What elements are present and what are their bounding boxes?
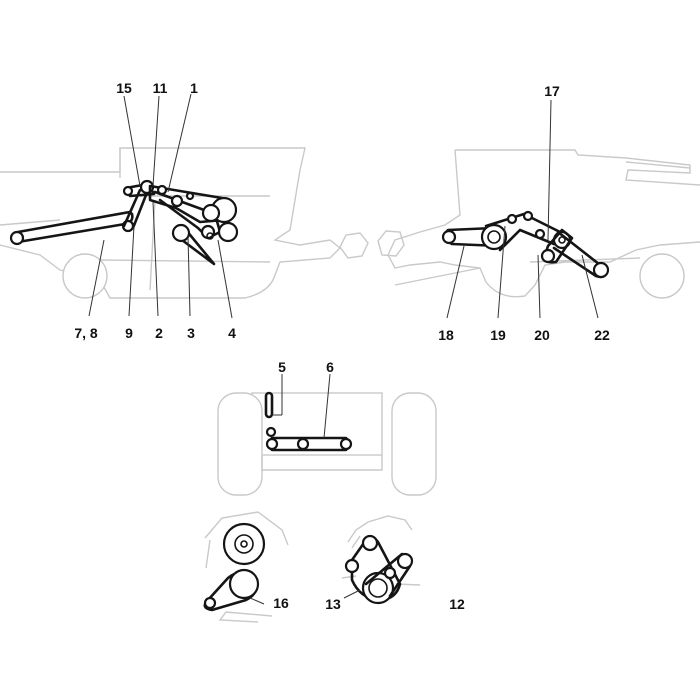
center-hex-wheels bbox=[339, 230, 405, 259]
callout-labels: 15 11 1 17 7, 8 9 2 3 4 18 19 20 22 5 6 … bbox=[74, 80, 610, 612]
large-sheave-16 bbox=[222, 522, 266, 566]
callout-16: 16 bbox=[273, 595, 289, 611]
detail-16-outline bbox=[204, 511, 289, 623]
callout-2: 2 bbox=[155, 325, 163, 341]
drum-lower bbox=[217, 221, 239, 243]
callout-20: 20 bbox=[534, 327, 550, 343]
callout-17: 17 bbox=[544, 83, 560, 99]
callout-13: 13 bbox=[325, 596, 341, 612]
center-chassis-outline bbox=[217, 392, 437, 496]
callout-5: 5 bbox=[278, 359, 286, 375]
callout-4: 4 bbox=[228, 325, 236, 341]
callout-7-8: 7, 8 bbox=[74, 325, 98, 341]
callout-18: 18 bbox=[438, 327, 454, 343]
header-pulley bbox=[9, 230, 25, 246]
right-leaders bbox=[446, 99, 599, 319]
belt-5 bbox=[264, 391, 274, 419]
callout-22: 22 bbox=[594, 327, 610, 343]
belt-7-8 bbox=[12, 210, 134, 244]
callout-11: 11 bbox=[153, 80, 168, 96]
pulley-19 bbox=[480, 223, 508, 251]
left-combine-belts bbox=[9, 179, 239, 266]
detail-16-belts bbox=[203, 522, 266, 612]
center-leaders bbox=[272, 373, 331, 439]
detail-13-12-belts bbox=[343, 534, 414, 605]
left-leaders bbox=[88, 93, 233, 319]
center-belts bbox=[264, 391, 353, 452]
callout-1: 1 bbox=[190, 80, 198, 96]
callout-9: 9 bbox=[125, 325, 133, 341]
callout-15: 15 bbox=[116, 80, 132, 96]
callout-12: 12 bbox=[449, 596, 465, 612]
callout-6: 6 bbox=[326, 359, 334, 375]
right-combine-belts bbox=[441, 210, 610, 279]
left-combine-outline bbox=[0, 147, 342, 299]
callout-19: 19 bbox=[490, 327, 506, 343]
callout-3: 3 bbox=[187, 325, 195, 341]
